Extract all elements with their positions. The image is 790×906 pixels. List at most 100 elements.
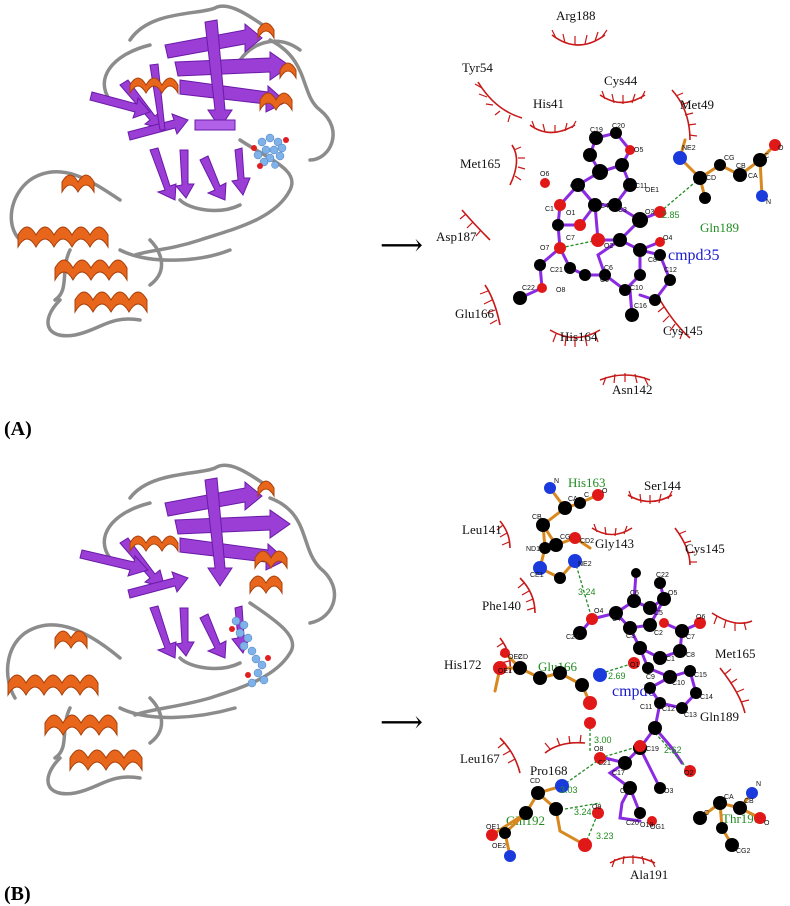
atom-label: OE1 [645,187,659,194]
atom-label: O3 [645,209,654,216]
atom-label: CA [568,496,578,503]
atom-label: C8 [686,652,695,659]
atom-label: C15 [694,672,707,679]
atom-label: CB [744,798,754,805]
atom-label: O2 [684,770,693,777]
panel-b: Ser144 Leu141 Gly143 Cys145 Phe140 Met16… [0,453,790,906]
atom-label: C2 [654,630,663,637]
atom-label: C20 [612,123,625,130]
atom-label: C6 [604,265,613,272]
atom-label: N [554,478,559,485]
atom-label: CB [736,163,746,170]
protein-ribbon-structure-a [9,4,335,338]
atom-label: OE2 [508,654,522,661]
atom-label: C4 [600,203,609,210]
atom-label: O8 [594,746,603,753]
atom-label: C11 [640,704,652,711]
atom-label: CG2 [736,848,751,855]
atom-label: OE1 [486,824,500,831]
atom-label: C18 [570,183,583,190]
panel-b-figure: Ser144 Leu141 Gly143 Cys145 Phe140 Met16… [5,463,770,882]
atom-label: C6 [630,590,639,597]
residue-label: Cys44 [604,73,638,88]
atom-label: C18 [620,788,633,795]
residue-label: Ser144 [644,478,681,493]
residue-label: His164 [560,329,598,344]
atom-label: C12 [662,706,675,713]
atom-label: CE1 [530,572,544,579]
atom-label: C7 [686,634,695,641]
atom-label: ND1 [526,546,540,553]
distance-label: 3.24 [578,587,596,597]
atom-label: OE1 [498,668,512,675]
atom-label: CA [724,794,734,801]
atom-label: O5 [668,590,677,597]
atom-label: C19 [590,127,603,134]
ligplot-diagram-b: Ser144 Leu141 Gly143 Cys145 Phe140 Met16… [444,475,770,882]
residue-label: Glu166 [455,306,495,321]
residue-label: Ala191 [630,867,668,882]
atom-label: C14 [700,694,713,701]
atom-label: C [764,153,769,160]
atom-label: C10 [630,285,643,292]
atom-label: O1 [566,210,575,217]
atom-label: C9 [646,674,655,681]
protein-ribbon-structure-b [5,463,337,796]
atom-label: C16 [634,303,647,310]
panel-a: Arg188 Tyr54 Cys44 His41 Met49 Met165 As… [4,4,784,440]
atom-label: O4 [594,608,603,615]
residue-label: Gly143 [595,536,634,551]
atom-label: NE2 [578,561,592,568]
atom-label: N [766,199,771,206]
atom-label: N [756,781,761,788]
ligplot-diagram-a: Arg188 Tyr54 Cys44 His41 Met49 Met165 As… [436,8,784,397]
atom-label: O8 [556,287,565,294]
atom-label: CG [724,155,735,162]
atom-labels-a: C19 C20 O5 C18 O6 C11 OE1 C1 O1 C4 C3 O3… [522,123,784,310]
atom-label: C5 [600,277,609,284]
atom-label: CD [530,778,540,785]
atom-label: C21 [598,760,611,767]
atom-label: O [764,820,770,827]
atom-label: C13 [684,712,697,719]
distance-label: 3.23 [596,831,614,841]
distance-label: 3.00 [594,735,612,745]
residue-label: Tyr54 [462,60,493,75]
residue-label: Asn142 [612,382,652,397]
atom-label: O7 [540,245,549,252]
atom-label: NE2 [682,145,696,152]
distance-label: 2.69 [608,671,626,681]
atom-labels-b: N CA C O CB CG ND1 CD2 CE1 NE2 C22 O5 C5… [486,478,770,855]
residue-label: Pro168 [530,763,568,778]
hydrophobic-contact-spokes-a [459,29,698,386]
atom-label: CG [560,534,571,541]
distance-label: 2.85 [662,210,680,220]
atom-label: OG1 [650,824,665,831]
ligand-name: cmpd35 [668,247,720,264]
atom-label: O10 [640,822,653,829]
residue-label: Leu167 [460,751,500,766]
atom-label: CD2 [580,538,594,545]
atom-label: C [704,810,709,817]
hydrophobic-contact-spokes-b [496,490,750,868]
residue-label: Cys145 [685,541,725,556]
atom-label: O [602,488,608,495]
panel-label-a: (A) [4,418,32,440]
atom-label: CD [518,654,528,661]
atom-label: C8 [648,257,657,264]
hydrogen-bonds-b [561,560,691,846]
residue-label: Arg188 [556,8,595,23]
atom-label: C22 [522,285,535,292]
atom-label: CA [748,173,758,180]
atom-label: O5 [634,147,643,154]
atom-label: O6 [540,171,549,178]
ligand-ball-and-stick-a [251,133,289,169]
ligand-ball-and-stick-b [229,616,271,688]
hbond-residue-label: Gln189 [700,220,739,235]
panel-a-figure: Arg188 Tyr54 Cys44 His41 Met49 Met165 As… [9,4,784,397]
atom-label: C20 [626,820,639,827]
atom-label: C21 [550,267,563,274]
distance-label: 3.24 [574,807,592,817]
atom-label: CD [706,175,716,182]
atom-label: C5 [654,610,663,617]
